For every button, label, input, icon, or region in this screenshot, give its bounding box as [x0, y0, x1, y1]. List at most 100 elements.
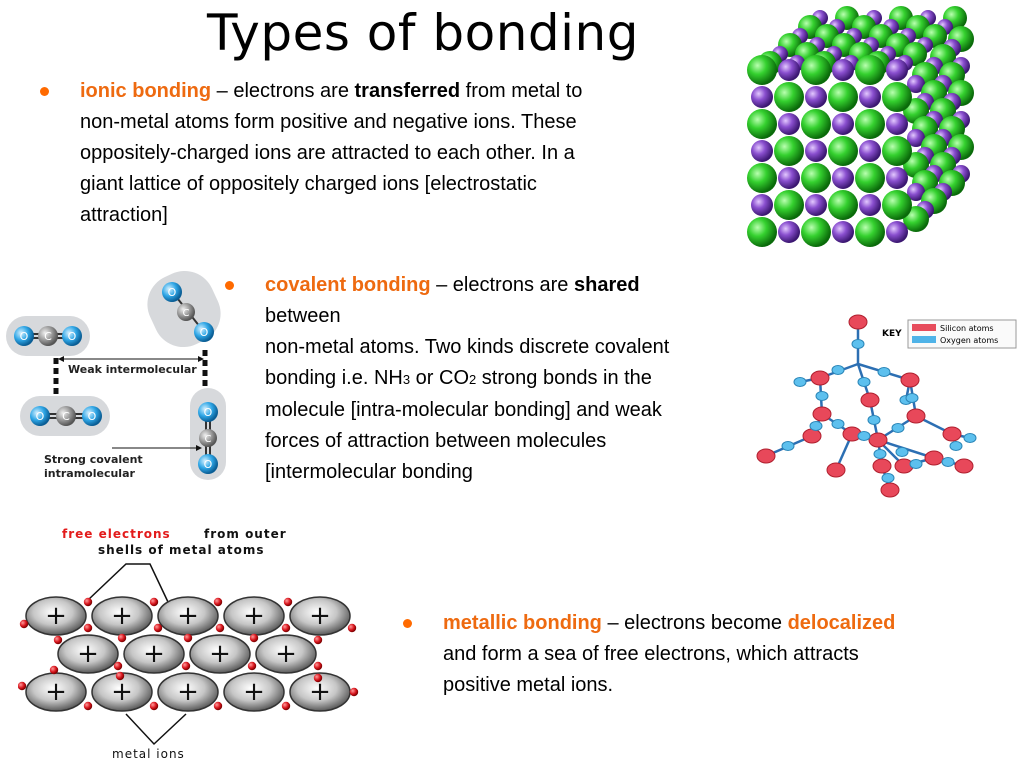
free-electrons-label: free electrons — [62, 527, 171, 541]
ion-plus-sign: + — [111, 677, 133, 707]
free-electron — [113, 661, 123, 671]
metallic-bonding-diagram: free electrons from outer shells of meta… — [18, 527, 359, 761]
oxygen-atom — [881, 473, 895, 483]
purple-ion-sphere — [886, 221, 908, 243]
purple-ion-sphere — [778, 167, 800, 189]
free-electron — [117, 633, 127, 643]
free-electron — [181, 661, 191, 671]
ion-plus-sign: + — [177, 677, 199, 707]
metal-ion: + — [123, 634, 185, 674]
green-ion-sphere — [855, 55, 885, 85]
oxygen-atom — [831, 365, 845, 375]
silicon-atom — [848, 314, 868, 330]
free-electron — [149, 597, 159, 607]
green-ion-sphere — [774, 82, 804, 112]
free-electron — [313, 635, 323, 645]
oxygen-atom — [891, 423, 905, 433]
bullet-dot — [40, 87, 49, 96]
silicon-atom — [860, 392, 880, 408]
ion-plus-sign: + — [111, 601, 133, 631]
silica-network-diagram: KEY Silicon atoms Oxygen atoms — [756, 314, 1017, 498]
purple-ion-sphere — [778, 59, 800, 81]
oxygen-atom — [873, 449, 887, 459]
metal-ion: + — [255, 634, 317, 674]
ion-plus-sign: + — [209, 639, 231, 669]
oxygen-atom — [949, 441, 963, 451]
lattice-spheres — [747, 6, 974, 247]
silicon-atom — [756, 448, 776, 464]
purple-ion-sphere — [886, 167, 908, 189]
purple-ion-sphere — [886, 59, 908, 81]
purple-ion-sphere — [778, 221, 800, 243]
silicon-atom — [942, 426, 962, 442]
metal-ion: + — [157, 596, 219, 636]
free-electron — [19, 619, 29, 629]
green-ion-sphere — [882, 190, 912, 220]
free-electron — [281, 623, 291, 633]
atom-label: O — [168, 286, 177, 299]
free-electron — [347, 623, 357, 633]
ionic-term: ionic bonding — [80, 80, 212, 102]
free-electron — [281, 701, 291, 711]
ion-plus-sign: + — [177, 601, 199, 631]
free-electron — [53, 635, 63, 645]
ion-plus-sign: + — [309, 601, 331, 631]
purple-ion-sphere — [751, 140, 773, 162]
shells-label: shells of metal atoms — [98, 543, 265, 557]
co2-molecule-1: O C O — [14, 326, 82, 346]
silicon-atom — [826, 462, 846, 478]
green-ion-sphere — [828, 136, 858, 166]
green-ion-sphere — [747, 163, 777, 193]
silicon-atom — [868, 432, 888, 448]
oxygen-atom — [941, 457, 955, 467]
silicon-atom — [954, 458, 974, 474]
co2-molecule-4: O C O — [198, 402, 218, 474]
key-title: KEY — [882, 329, 902, 339]
free-electron — [313, 661, 323, 671]
purple-ion-sphere — [778, 113, 800, 135]
atom-label: O — [20, 330, 29, 343]
green-ion-sphere — [855, 163, 885, 193]
free-electron — [115, 671, 125, 681]
free-electron — [313, 673, 323, 683]
intramolecular-label: intramolecular — [44, 467, 136, 480]
free-electron — [149, 701, 159, 711]
co2-molecules-diagram: O C O O C O O C O O C O Weak inte — [6, 270, 226, 480]
atom-label: O — [36, 410, 45, 423]
oxygen-atom — [793, 377, 807, 387]
silicon-label: Silicon atoms — [940, 324, 994, 333]
metallic-term: metallic bonding — [443, 612, 602, 634]
purple-ion-sphere — [805, 194, 827, 216]
green-ion-sphere — [801, 55, 831, 85]
metal-ion: + — [157, 672, 219, 712]
oxygen-atom — [815, 391, 829, 401]
ion-plus-sign: + — [243, 601, 265, 631]
atom-label: C — [62, 410, 70, 423]
oxygen-atom — [809, 421, 823, 431]
atom-label: O — [88, 410, 97, 423]
green-ion-sphere — [828, 82, 858, 112]
ionic-text: ionic bonding – electrons are transferre… — [80, 80, 583, 226]
pointer-lines — [125, 713, 187, 746]
green-ion-sphere — [882, 82, 912, 112]
silica-key: KEY Silicon atoms Oxygen atoms — [882, 319, 1017, 349]
free-electron — [18, 681, 27, 691]
ion-plus-sign: + — [275, 639, 297, 669]
oxygen-atom — [857, 377, 871, 387]
oxygen-atom — [857, 431, 871, 441]
metal-ion: + — [223, 672, 285, 712]
metal-ion: + — [289, 596, 351, 636]
silicon-atom — [810, 370, 830, 386]
co2-molecule-2: O C O — [30, 406, 102, 426]
ion-plus-sign: + — [77, 639, 99, 669]
ion-plus-sign: + — [309, 677, 331, 707]
green-ion-sphere — [882, 136, 912, 166]
purple-ion-sphere — [832, 221, 854, 243]
free-electron — [49, 665, 59, 675]
metal-ion: + — [223, 596, 285, 636]
ionic-bullet: ionic bonding – electrons are transferre… — [40, 76, 700, 236]
purple-ion-sphere — [751, 194, 773, 216]
atom-label: C — [205, 434, 212, 445]
shared-word: shared — [573, 274, 640, 296]
free-electron — [283, 597, 293, 607]
